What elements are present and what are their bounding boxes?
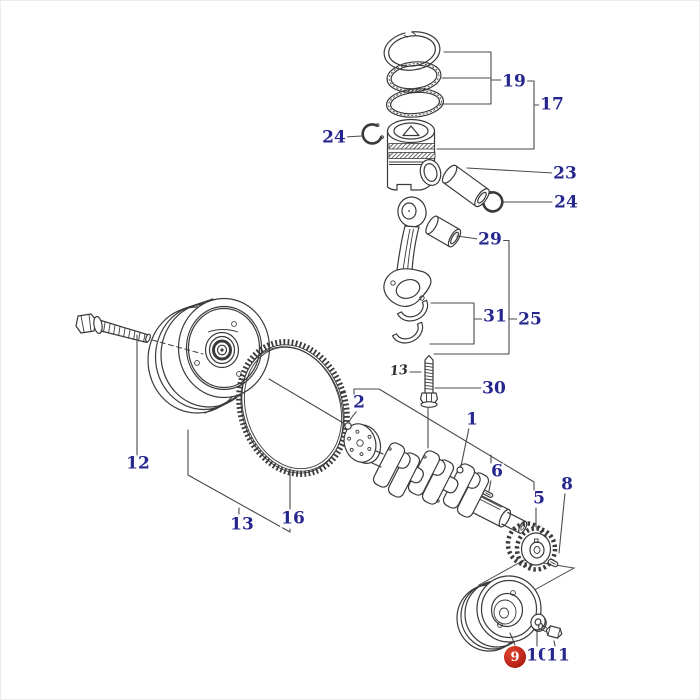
callout-19[interactable]: 19 — [501, 71, 527, 92]
callout-13[interactable]: 13 — [229, 514, 255, 535]
ring-gear — [236, 339, 350, 477]
callout-10[interactable]: 10 — [525, 645, 551, 666]
timing-gear — [505, 521, 558, 572]
crank-pulley — [456, 575, 542, 652]
callout-23[interactable]: 23 — [552, 163, 578, 184]
callout-2[interactable]: 2 — [352, 392, 366, 413]
stamp-annotation: 13 — [389, 362, 409, 380]
callout-5[interactable]: 5 — [532, 488, 546, 509]
piston-rings — [383, 29, 445, 118]
woodruff-key-8 — [547, 558, 559, 568]
snap-ring-left — [361, 123, 384, 145]
callout-25[interactable]: 25 — [517, 309, 543, 330]
rod-bushing — [425, 215, 462, 248]
rod-bearing-shells — [391, 299, 429, 344]
callout-29[interactable]: 29 — [477, 229, 503, 250]
callout-17[interactable]: 17 — [539, 94, 565, 115]
piston — [386, 118, 442, 191]
flywheel-bolt — [75, 313, 151, 344]
callout-1[interactable]: 1 — [465, 409, 479, 430]
crankshaft — [343, 423, 528, 534]
pulley-bolt — [538, 622, 563, 639]
callout-16[interactable]: 16 — [280, 508, 306, 529]
callout-30[interactable]: 30 — [481, 378, 507, 399]
leader-lines — [136, 51, 566, 647]
callout-11[interactable]: 11 — [545, 645, 571, 666]
callout-9-highlighted-badge[interactable]: 9 — [504, 646, 526, 668]
callout-6[interactable]: 6 — [490, 461, 504, 482]
callout-8[interactable]: 8 — [560, 474, 574, 495]
callout-31[interactable]: 31 — [482, 306, 508, 327]
connecting-rod — [383, 196, 432, 307]
piston-pin — [441, 164, 490, 208]
rod-bolt — [419, 354, 439, 408]
callout-12[interactable]: 12 — [125, 453, 151, 474]
callout-24-right[interactable]: 24 — [553, 192, 579, 213]
woodruff-key-6 — [482, 490, 494, 498]
callout-24-left[interactable]: 24 — [321, 127, 347, 148]
